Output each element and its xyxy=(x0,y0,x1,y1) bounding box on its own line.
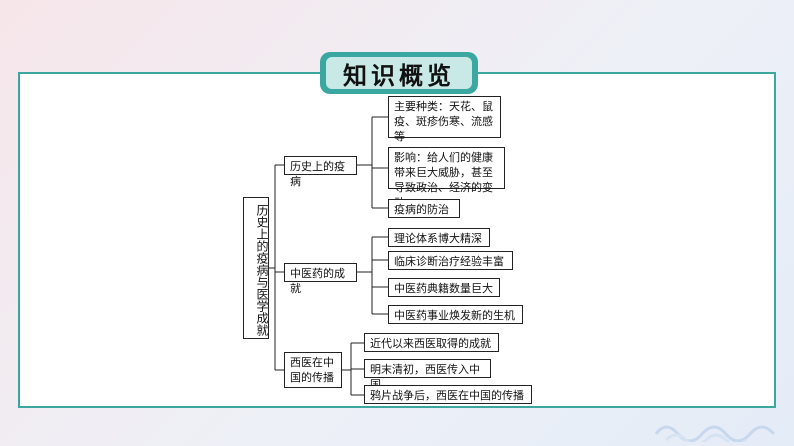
title-banner: 知识概览 xyxy=(320,52,478,94)
leaf-epidemic-prevention: 疫病的防治 xyxy=(388,199,460,218)
page-title: 知识概览 xyxy=(326,57,472,90)
wave-decoration xyxy=(654,425,776,442)
leaf-western-spread: 鸦片战争后，西医在中国的传播 xyxy=(364,385,532,404)
branch-tcm: 中医药的成就 xyxy=(284,263,357,295)
leaf-tcm-clinical: 临床诊断治疗经验丰富 xyxy=(388,251,513,270)
leaf-epidemic-types: 主要种类：天花、鼠疫、斑疹伤寒、流感等 xyxy=(388,96,501,143)
branch-epidemics: 历史上的疫病 xyxy=(284,156,357,188)
leaf-western-achievements: 近代以来西医取得的成就 xyxy=(364,333,499,352)
leaf-epidemic-impact: 影响：给人们的健康带来巨大威胁，甚至导致政治、经济的变动 xyxy=(388,147,505,209)
leaf-tcm-theory: 理论体系博大精深 xyxy=(388,228,490,247)
root-node: 历史上的疫病与医学成就 xyxy=(243,197,269,339)
branch-western-medicine: 西医在中国的传播 xyxy=(284,352,342,388)
leaf-western-introduction: 明末清初，西医传入中国 xyxy=(364,359,491,391)
leaf-tcm-revival: 中医药事业焕发新的生机 xyxy=(388,305,523,324)
leaf-tcm-classics: 中医药典籍数量巨大 xyxy=(388,278,500,297)
